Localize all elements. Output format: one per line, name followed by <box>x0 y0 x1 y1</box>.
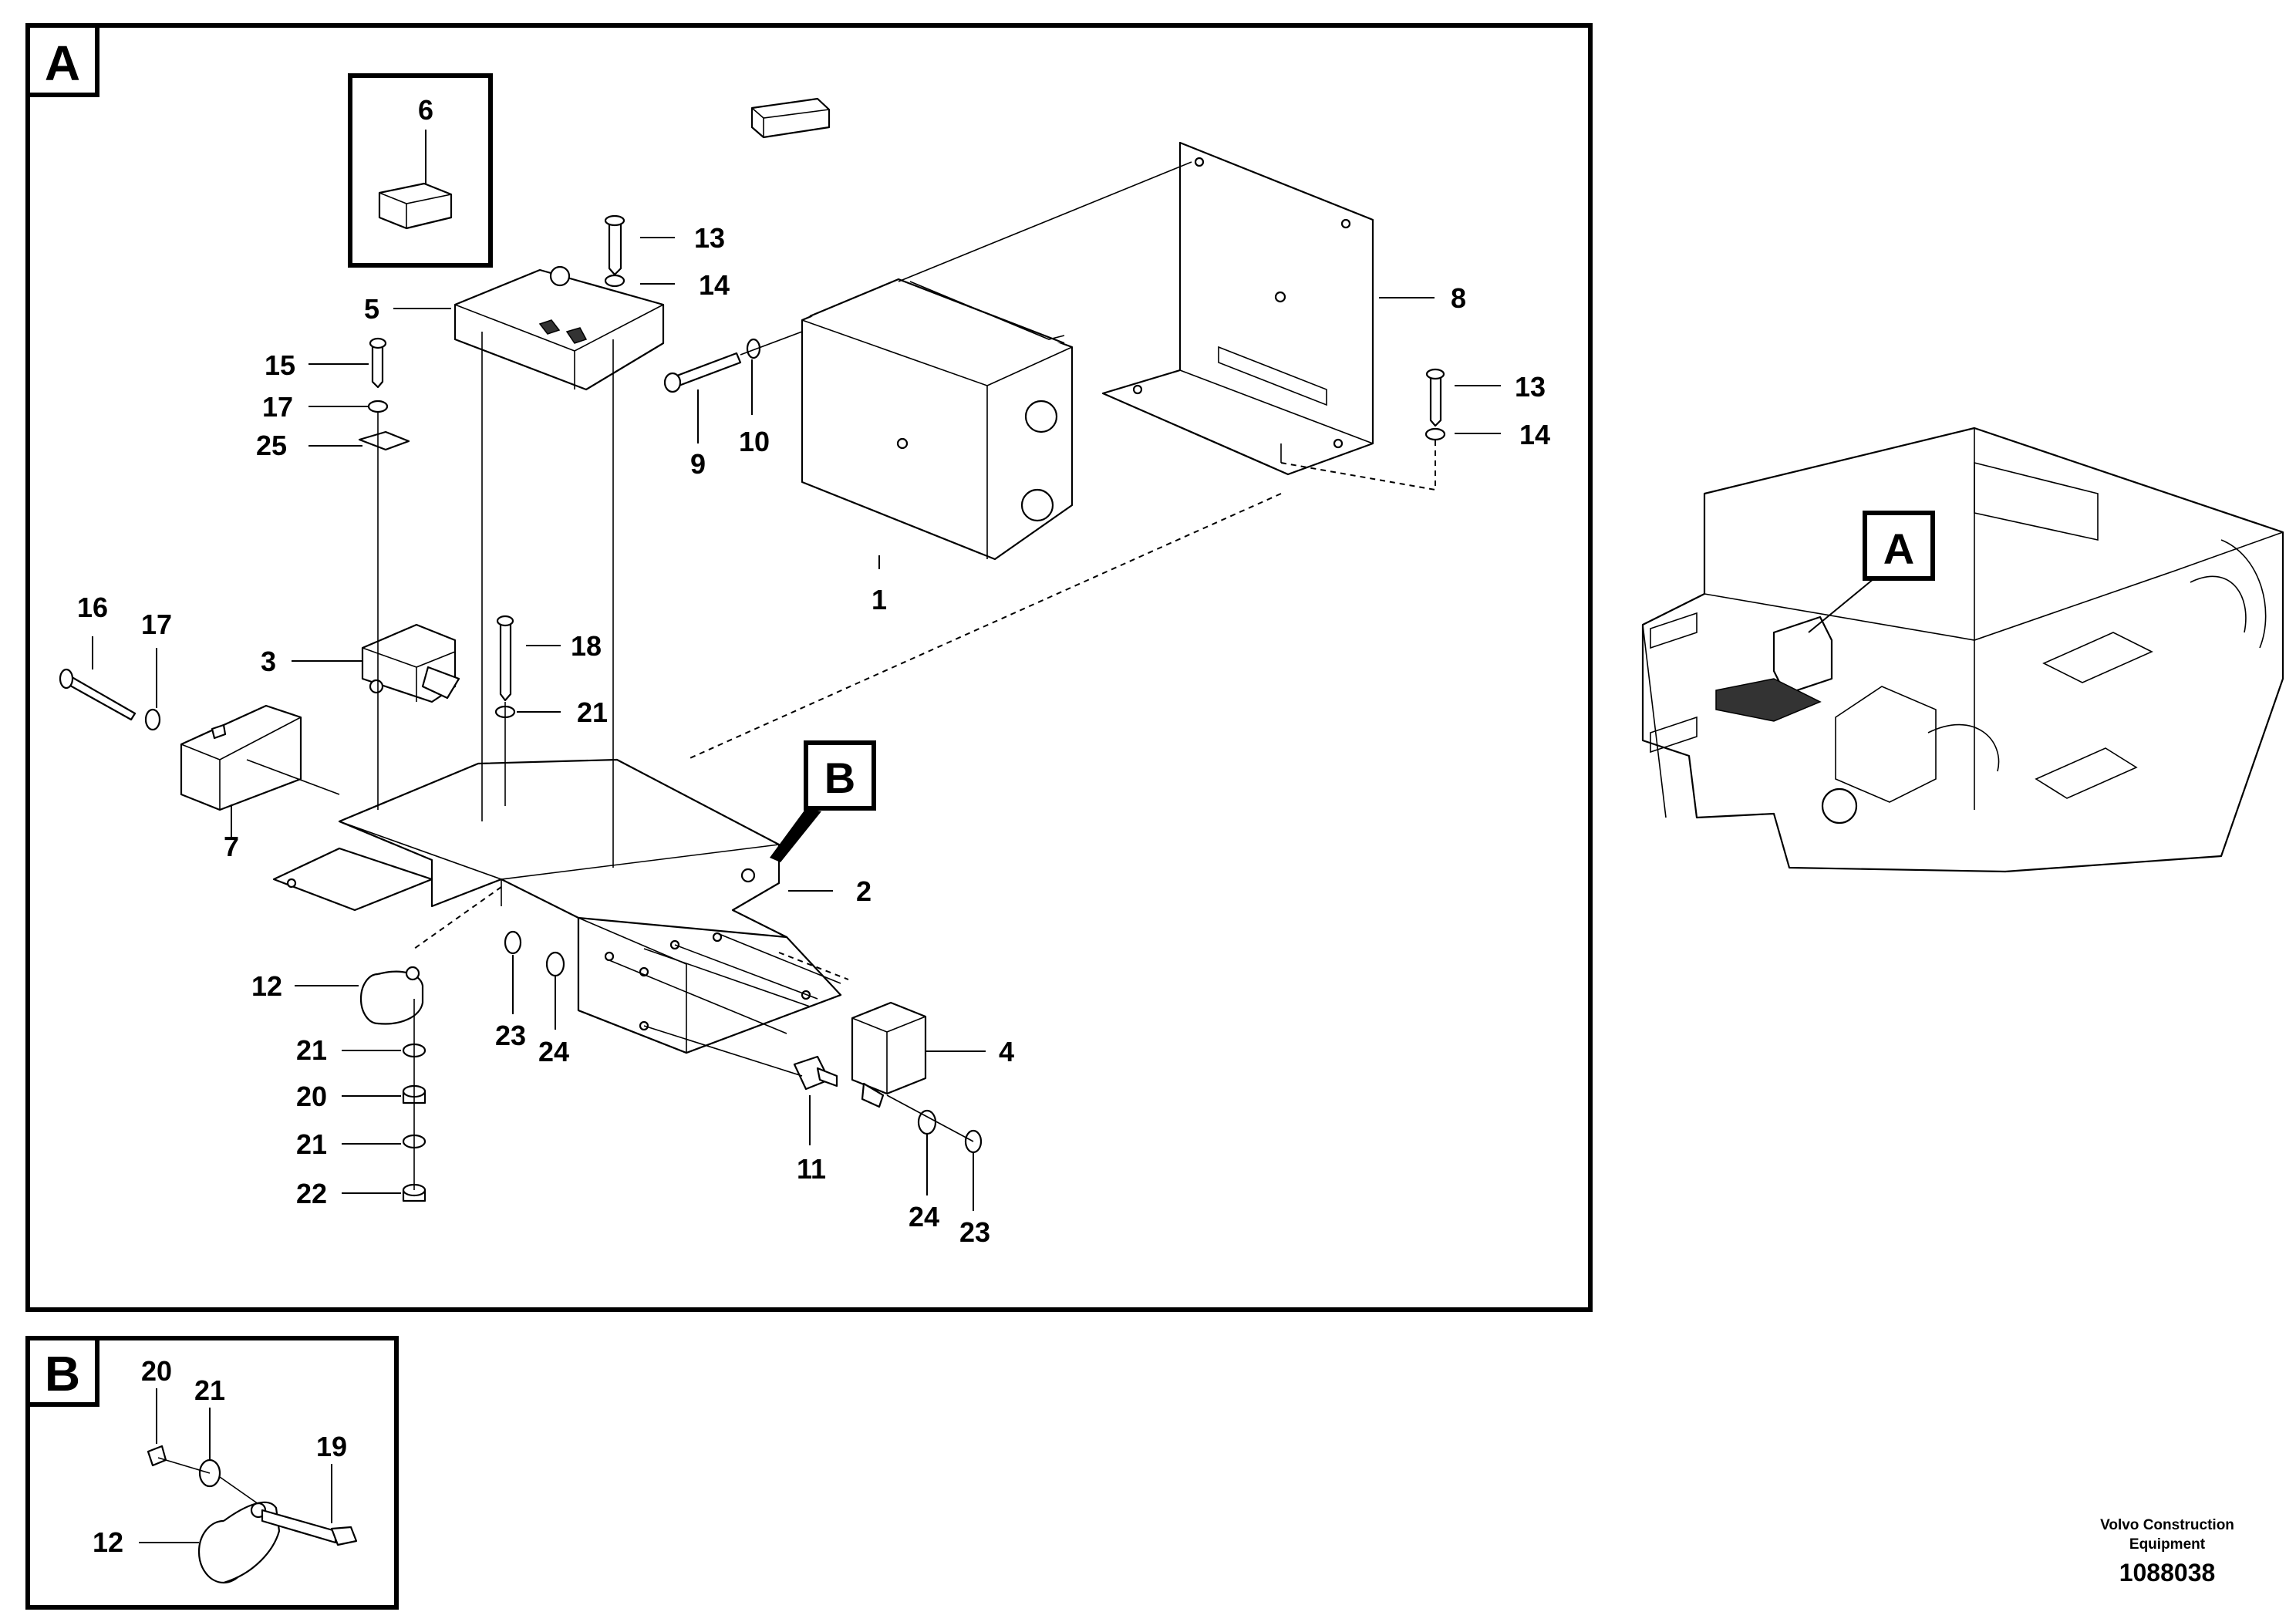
part-8-bracket <box>1101 141 1374 476</box>
part-4-box <box>851 1001 927 1108</box>
callout-1: 1 <box>872 584 887 615</box>
callout-18: 18 <box>571 630 602 662</box>
callout-23a: 23 <box>495 1020 526 1051</box>
part-1-enclosure <box>801 278 1074 561</box>
detail-frame-label-box: B <box>25 1336 99 1407</box>
callout-13b: 13 <box>1515 371 1546 403</box>
overview-marker-a: A <box>1808 511 1935 633</box>
callout-7: 7 <box>224 831 239 862</box>
callout-16: 16 <box>77 592 108 623</box>
callout-11: 11 <box>797 1153 826 1185</box>
callout-24a: 24 <box>538 1036 569 1067</box>
detail-callout-12: 12 <box>93 1526 123 1558</box>
callout-13a: 13 <box>694 222 725 254</box>
overview-machine-frame <box>1641 427 2284 873</box>
callout-5: 5 <box>364 293 379 325</box>
callout-20: 20 <box>296 1081 327 1112</box>
detail-callout-19: 19 <box>316 1431 347 1462</box>
detail-callout-21: 21 <box>194 1374 225 1406</box>
overview-marker-a-label: A <box>1883 524 1914 573</box>
part-2-mounting-plate <box>272 758 842 1054</box>
detail-callouts: 20 21 19 12 <box>93 1355 347 1558</box>
main-frame-label-box: A <box>25 23 99 97</box>
part-11-connector <box>793 1055 838 1091</box>
callout-6: 6 <box>418 94 433 126</box>
brand-line-1: Volvo Construction <box>2100 1517 2234 1533</box>
callout-25: 25 <box>256 430 287 461</box>
callout-8: 8 <box>1451 282 1466 314</box>
detail-frame <box>25 1336 399 1610</box>
callout-15: 15 <box>265 349 295 381</box>
part-3-relay <box>361 623 460 703</box>
callout-3: 3 <box>261 646 276 677</box>
callout-17b: 17 <box>141 609 172 640</box>
brand-line-2: Equipment <box>2129 1536 2206 1553</box>
callout-21c: 21 <box>296 1128 327 1160</box>
detail-callout-20: 20 <box>141 1355 172 1387</box>
publisher-block: Volvo Construction Equipment 1088038 <box>2100 1517 2234 1587</box>
leader-lines <box>92 237 1501 1211</box>
detail-marker-b-label: B <box>824 754 855 802</box>
main-frame-label: A <box>45 35 80 91</box>
callout-2: 2 <box>856 875 872 907</box>
callout-23b: 23 <box>959 1216 990 1248</box>
callout-12: 12 <box>251 970 282 1002</box>
fasteners <box>59 214 1446 1202</box>
callout-21a: 21 <box>577 696 608 728</box>
part-7-module <box>180 704 302 811</box>
callout-17a: 17 <box>262 391 293 423</box>
main-frame <box>25 23 1593 1312</box>
callout-10: 10 <box>739 426 770 457</box>
detail-frame-label: B <box>45 1346 80 1401</box>
callout-14b: 14 <box>1519 419 1550 450</box>
part-6-relay <box>378 182 453 230</box>
callouts: 1 2 3 4 5 6 7 8 9 10 11 12 13 14 13 14 1… <box>77 94 1550 1248</box>
callout-22: 22 <box>296 1178 327 1209</box>
part-5-control-unit <box>453 97 831 391</box>
callout-24b: 24 <box>909 1201 939 1233</box>
inset-box-part-6 <box>348 73 493 268</box>
callout-21b: 21 <box>296 1034 327 1066</box>
callout-9: 9 <box>690 448 706 480</box>
assembly-lines <box>246 161 1436 1190</box>
callout-4: 4 <box>999 1036 1014 1067</box>
part-12-clamp <box>359 966 424 1025</box>
callout-14a: 14 <box>699 269 730 301</box>
detail-marker-b: B <box>770 740 876 862</box>
document-number: 1088038 <box>2119 1559 2216 1587</box>
detail-b-parts <box>139 1388 358 1584</box>
